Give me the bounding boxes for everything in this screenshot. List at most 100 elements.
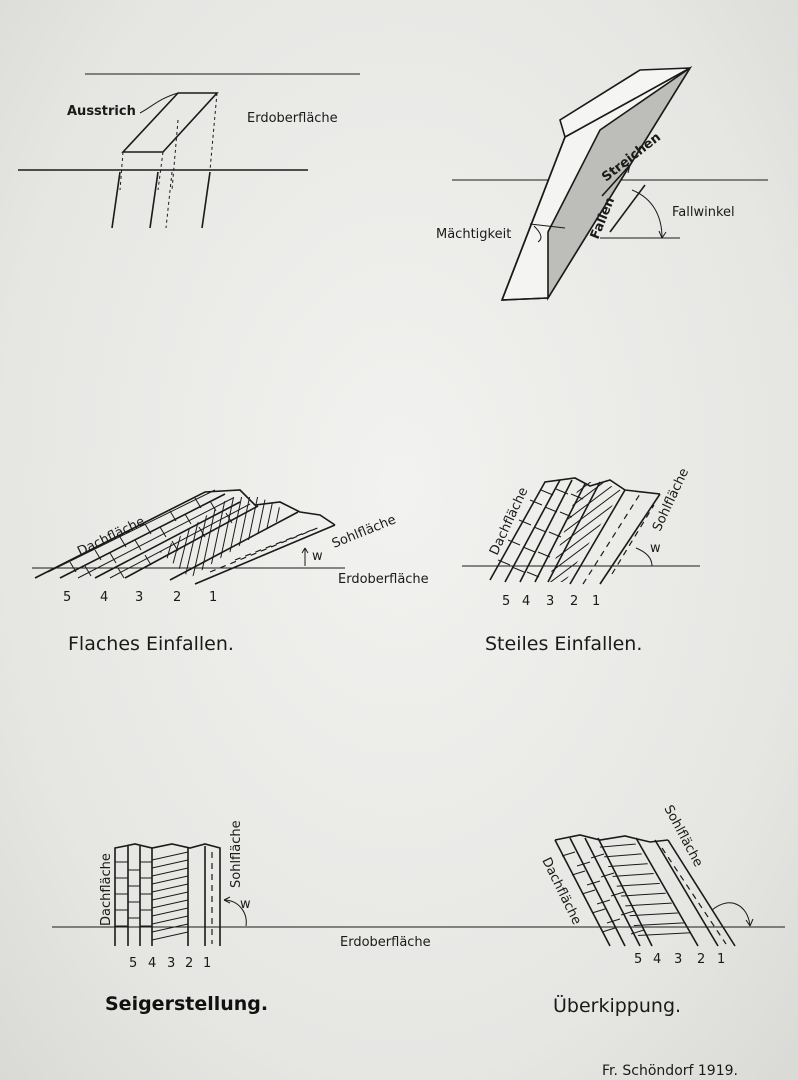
flat-boundary-4-3 — [94, 501, 241, 579]
vertical-foot-label: Sohlfläche — [229, 820, 244, 888]
flat-surface-label: Erdoberfläche — [338, 572, 429, 587]
flat-brick-line-a — [47, 489, 216, 573]
surface-label-top: Erdoberfläche — [247, 111, 338, 126]
steep-layer-number-2: 2 — [570, 594, 578, 609]
vertical-layer-number-2: 2 — [185, 956, 193, 971]
steep-boundary-5-4 — [504, 479, 561, 583]
steep-layer-number-4: 4 — [522, 594, 530, 609]
flat-boundary-5-4 — [59, 493, 226, 579]
steep-angle-label: w — [650, 541, 661, 556]
overturned-foot-surface — [667, 839, 736, 947]
steep-boundary-3-2 — [547, 481, 601, 583]
vertical-angle-arc — [223, 899, 247, 927]
vertical-brick-ticks — [115, 861, 152, 927]
hidden-edge-3 — [171, 119, 179, 191]
thickness-label: Mächtigkeit — [436, 227, 511, 242]
thickness-line — [529, 223, 566, 229]
steep-angle-arc — [635, 547, 653, 567]
flat-angle-arrow — [301, 547, 309, 554]
overturned-caption: Überkippung. — [553, 994, 681, 1017]
dip-line-3 — [165, 171, 173, 229]
dip-line-2 — [149, 171, 159, 229]
vertical-angle-label: w — [240, 897, 251, 912]
steep-caption: Steiles Einfallen. — [485, 633, 642, 655]
steep-boundary-2-1 — [569, 489, 626, 585]
dip-arrow — [609, 184, 646, 233]
slab-front-edge — [501, 136, 566, 301]
steep-layer-number-1: 1 — [592, 594, 600, 609]
overturned-boundary-5-4a — [569, 837, 626, 947]
flat-angle-label: w — [312, 549, 323, 564]
slab-bottom-edge — [501, 297, 549, 301]
hidden-edge-4 — [209, 92, 218, 171]
hidden-edge-1 — [119, 151, 124, 191]
flat-brick-line-c — [109, 503, 251, 579]
vertical-layer-number-4: 4 — [148, 956, 156, 971]
steep-boundary-4-3a — [519, 479, 573, 583]
overturned-boundary-5-4 — [584, 837, 641, 947]
overturned-diagram: Dachfläche Sohlfläche 5 4 3 2 1 Überkipp… — [538, 803, 754, 1017]
outcrop-parallelogram — [121, 92, 219, 153]
vertical-layer-number-3: 3 — [167, 956, 175, 971]
dip-line-1 — [111, 171, 121, 229]
steep-foot-surface — [599, 493, 661, 585]
author-signature: Fr. Schöndorf 1919. — [602, 1063, 738, 1079]
vertical-outline — [114, 843, 221, 946]
steep-brick-ticks — [497, 488, 584, 578]
overturned-brick-ticks — [561, 851, 645, 935]
vertical-hanging-label: Dachfläche — [99, 853, 114, 926]
overturned-layer-number-5: 5 — [634, 952, 642, 967]
steep-layer-number-3: 3 — [546, 594, 554, 609]
flat-dash-line-2 — [234, 529, 313, 561]
flat-foot-label: Sohlfläche — [330, 512, 398, 551]
vertical-caption: Seigerstellung. — [105, 993, 268, 1015]
overturned-layer-number-3: 3 — [674, 952, 682, 967]
overturned-layer-number-4: 4 — [653, 952, 661, 967]
flat-layer-number-5: 5 — [63, 590, 71, 605]
strike-arrow — [601, 164, 631, 197]
flat-boundary-3-2 — [124, 505, 259, 579]
overturned-dash-line — [661, 847, 727, 945]
dip-line-4 — [201, 171, 211, 229]
flat-top-profile — [34, 489, 336, 579]
vertical-diagram: w Dachfläche Sohlfläche 5 4 3 2 1 Seiger… — [99, 820, 268, 1015]
outcrop-ridge — [139, 92, 179, 114]
slab-upper-face — [559, 67, 691, 139]
flat-layer-number-4: 4 — [100, 590, 108, 605]
steep-dash-line-2 — [611, 504, 655, 575]
steep-dip-diagram: w Dachfläche Sohlfläche 5 4 3 2 1 Steile… — [462, 466, 700, 655]
flat-brick-line-b — [77, 497, 234, 579]
overturned-boundary-4-3 — [597, 837, 653, 947]
hidden-edge-2 — [157, 151, 164, 191]
steep-hatched-layer — [548, 482, 621, 582]
flat-layer-number-2: 2 — [173, 590, 181, 605]
slab-diagram: Streichen Fallen Fallwinkel Mächtigkeit — [436, 65, 768, 301]
flat-layer-number-1: 1 — [209, 590, 217, 605]
vertical-angle-arrow — [223, 896, 231, 904]
flat-foot-surface — [194, 524, 336, 585]
dip-angle-arc — [631, 189, 663, 239]
overturned-layer-number-1: 1 — [717, 952, 725, 967]
overturned-hanging-surface — [554, 839, 611, 947]
outcrop-label: Ausstrich — [67, 104, 136, 119]
steep-boundary-4-3 — [534, 483, 586, 583]
thickness-hook — [533, 225, 542, 243]
dip-angle-label: Fallwinkel — [672, 205, 735, 220]
vertical-hatched-layer — [151, 851, 189, 941]
steep-dash-line-1 — [582, 493, 641, 585]
vertical-layer-number-5: 5 — [129, 956, 137, 971]
flat-layer-number-3: 3 — [135, 590, 143, 605]
outcrop-diagram: Ausstrich Erdoberfläche — [18, 73, 360, 229]
strike-arrowhead — [621, 164, 631, 174]
flat-boundary-2-1 — [169, 511, 299, 581]
vertical-layer-number-1: 1 — [203, 956, 211, 971]
overturned-angle-arrow — [745, 918, 754, 927]
flat-caption: Flaches Einfallen. — [68, 633, 234, 655]
steep-layer-number-5: 5 — [502, 594, 510, 609]
dip-angle-arrowhead — [658, 230, 667, 239]
overturned-layer-number-2: 2 — [697, 952, 705, 967]
overturned-angle-arc — [711, 902, 751, 927]
flat-dip-diagram: w Dachfläche Sohlfläche Erdoberfläche 5 … — [32, 489, 429, 655]
